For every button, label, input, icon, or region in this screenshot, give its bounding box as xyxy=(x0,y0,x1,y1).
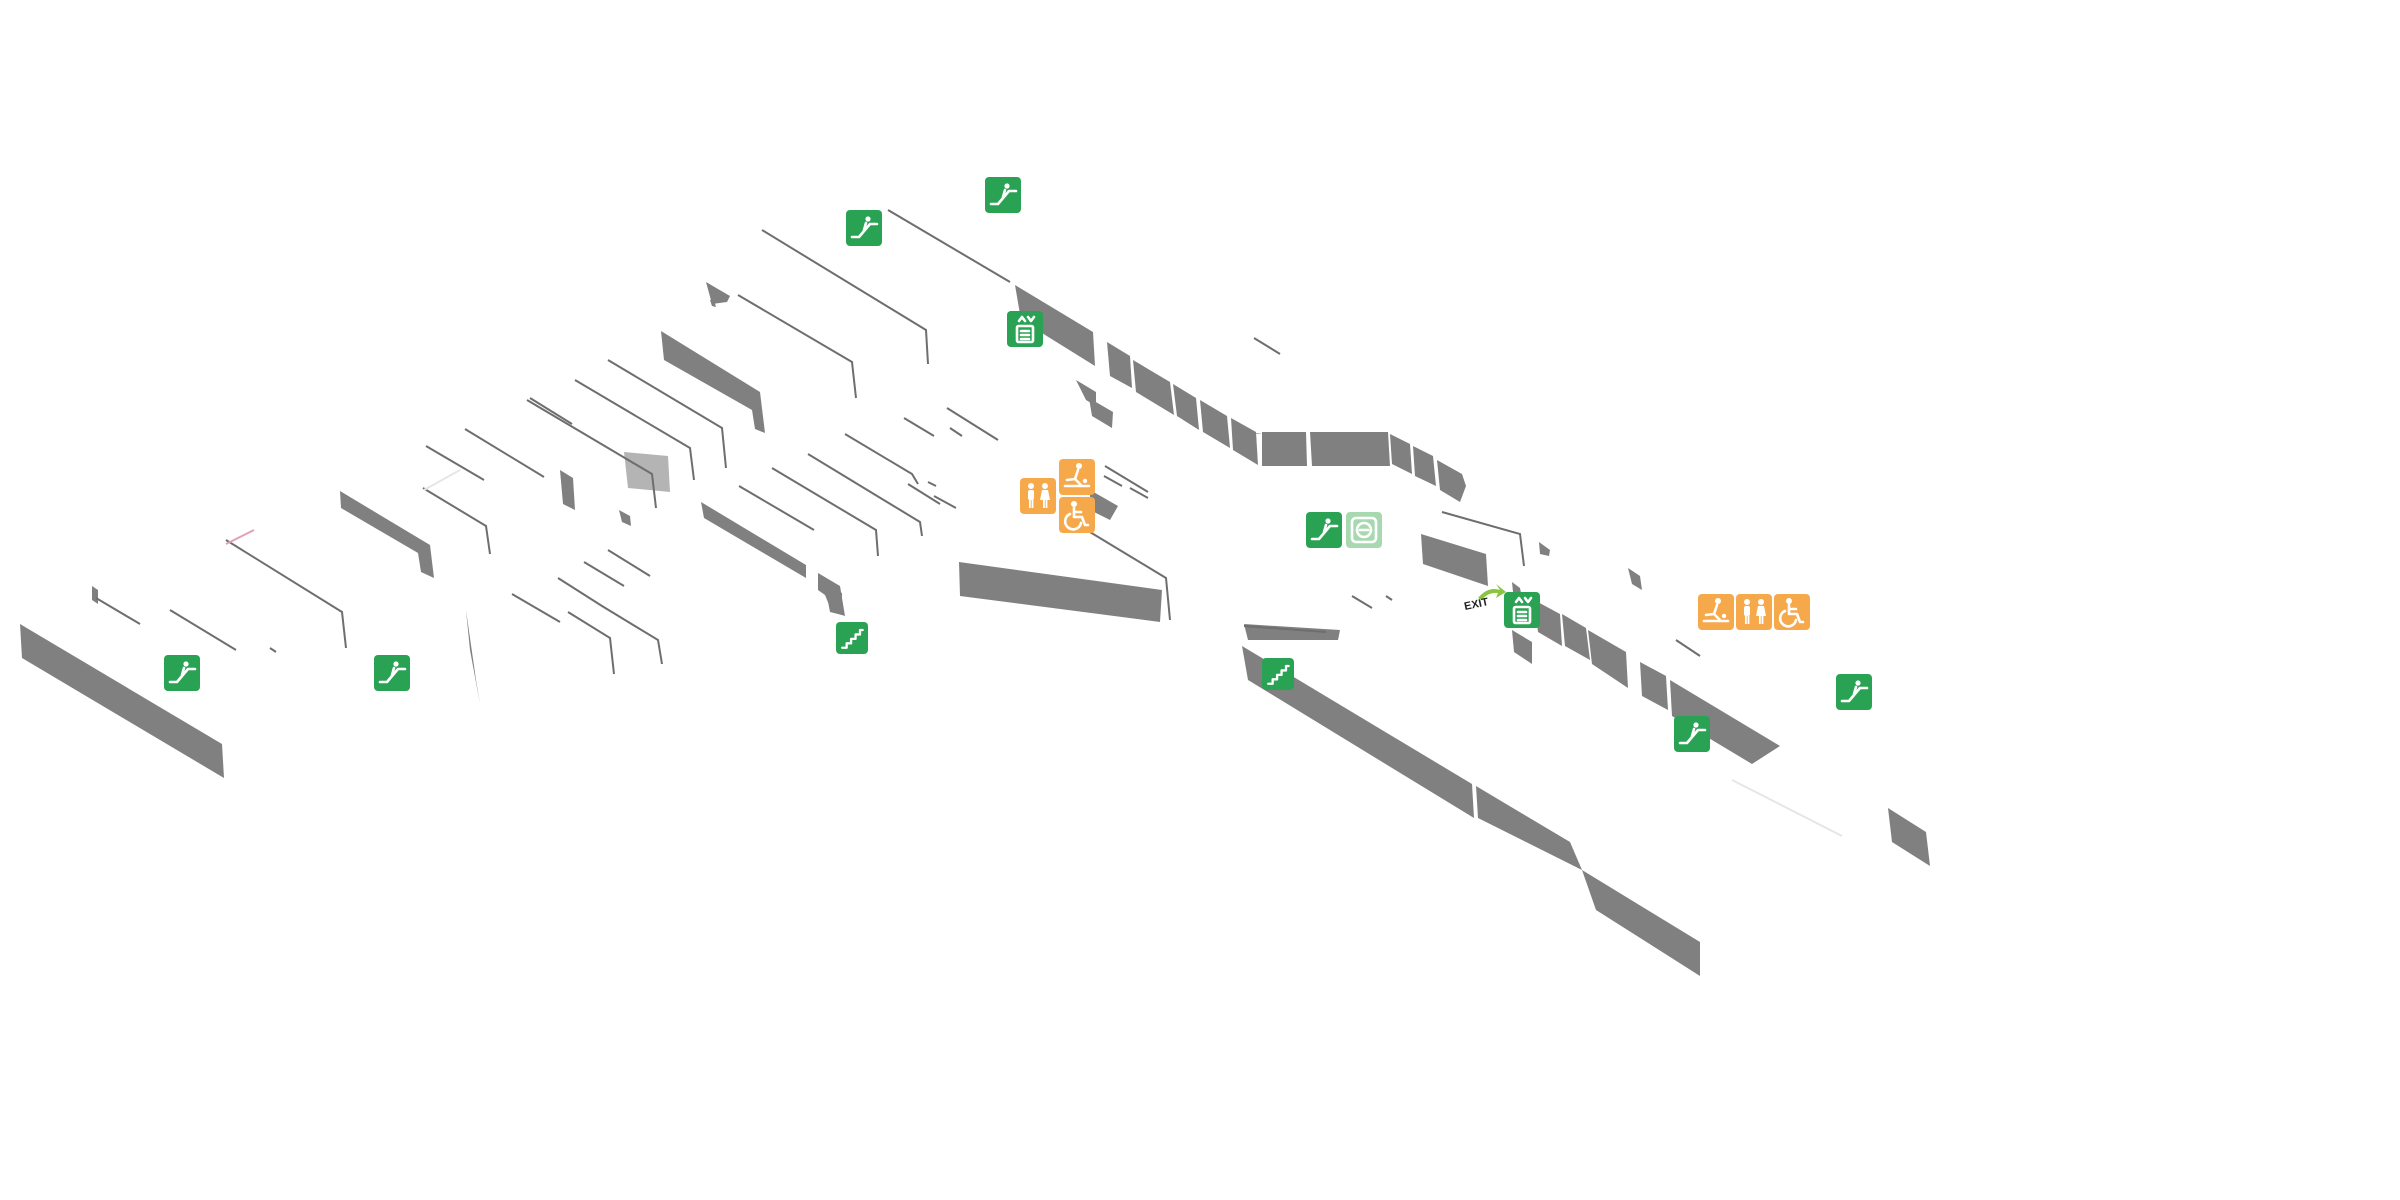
escalator-icon[interactable] xyxy=(164,655,200,691)
baby-changing-icon[interactable] xyxy=(1059,459,1095,495)
accessible-toilet-icon[interactable] xyxy=(1059,497,1095,533)
escalator-icon[interactable] xyxy=(846,210,882,246)
restroom-icon[interactable] xyxy=(1020,478,1056,514)
escalator-icon[interactable] xyxy=(1836,674,1872,710)
partitions xyxy=(95,209,1843,837)
escalator-icon[interactable] xyxy=(1306,512,1342,548)
exit-label: EXIT xyxy=(1463,596,1490,613)
restroom-icon[interactable] xyxy=(1736,594,1772,630)
escalator-icon[interactable] xyxy=(374,655,410,691)
elevator-icon[interactable] xyxy=(1504,592,1540,628)
escalator-icon[interactable] xyxy=(985,177,1021,213)
stairs-icon[interactable] xyxy=(1262,658,1294,690)
stairs-icon[interactable] xyxy=(836,622,868,654)
baby-changing-icon[interactable] xyxy=(1698,594,1734,630)
exit-marker[interactable]: EXIT xyxy=(1463,584,1506,613)
walls xyxy=(20,282,1930,976)
escalator-icon[interactable] xyxy=(1674,716,1710,752)
elevator-icon[interactable] xyxy=(1007,311,1043,347)
accessible-toilet-icon[interactable] xyxy=(1774,594,1810,630)
coin-locker-icon[interactable] xyxy=(1346,512,1382,548)
exit-arrow-icon xyxy=(1478,584,1506,600)
